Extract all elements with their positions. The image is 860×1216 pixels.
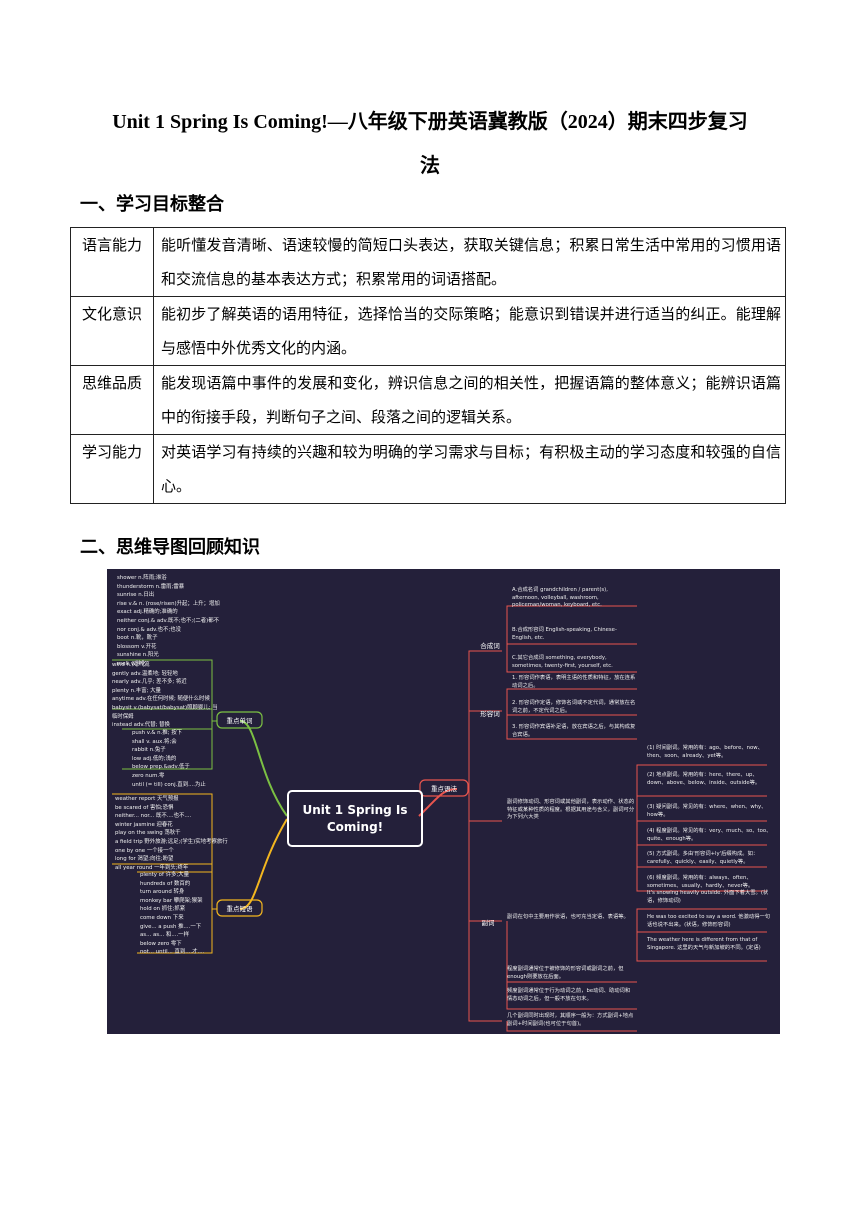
goal-key: 文化意识 <box>70 296 154 366</box>
list-item: wind n.风;气流 <box>112 662 150 668</box>
list-item: nearly adv.几乎; 差不多; 将近 <box>112 679 187 686</box>
list-item: shower n.阵雨;淋浴 <box>117 575 167 581</box>
title-line-2: 法 <box>420 155 440 177</box>
adj-rule-1: 1. 形容词作表语，表明主语的性质和特征，放在连系动词之后。 <box>512 675 636 689</box>
adverb-type-4: (4) 程度副词。常见的有：very、much、so、too、quite、eno… <box>647 828 772 842</box>
phrase-list-1: weather report 天气预报 be scared of 害怕;恐惧 n… <box>115 795 228 872</box>
list-item: be scared of 害怕;恐惧 <box>115 804 174 811</box>
adverb-example-3: The weather here is different from that … <box>647 937 761 951</box>
list-item: shall v. aux.将;会 <box>132 738 177 745</box>
list-item: one by one 一个接一个 <box>115 847 174 854</box>
list-item: zero num.零 <box>132 772 165 779</box>
list-item: long for 渴望;向往;盼望 <box>115 856 174 863</box>
adverb-example-2: He was too excited to say a word. 他激动得一句… <box>647 914 771 928</box>
goal-value: 能听懂发音清晰、语速较慢的简短口头表达，获取关键信息；积累日常生活中常用的习惯用… <box>153 227 786 297</box>
branch-words: 重点单词 <box>226 717 253 725</box>
goal-value: 对英语学习有持续的兴趣和较为明确的学习需求与目标；有积极主动的学习态度和较强的自… <box>153 434 786 504</box>
grammar-adj-label: 形容词 <box>480 710 500 718</box>
adverb-note-1: 程度副词通常位于被修饰的形容词或副词之前，但enough则要放在后面。 <box>507 966 624 980</box>
list-item: give... a push 推....一下 <box>140 923 202 930</box>
adverb-type-6: (6) 频度副词。常用的有：always、often、sometimes、usu… <box>647 875 754 889</box>
list-item: plenty n.丰富; 大量 <box>112 687 161 694</box>
mind-map: Unit 1 Spring Is Coming! 重点单词 重点短语 重点语法 … <box>107 569 780 1034</box>
adj-rule-3: 3. 形容词作宾语补足语，放在宾语之后，与其构成复合宾语。 <box>512 724 636 738</box>
list-item: play on the swing 荡秋千 <box>115 830 181 837</box>
grammar-adverb-label: 副词 <box>481 919 495 927</box>
adverb-note-2: 频度副词通常位于行为动词之前，be动词、助动词和情态动词之后，但一般不放在句末。 <box>507 988 631 1002</box>
list-item: anytime adv.在任何时候; 随便什么时候 <box>112 696 210 703</box>
list-item: all year round 一年到头;终年 <box>115 864 189 871</box>
list-item: rise v.& n. (rose/risen)升起；上升；增加 <box>117 600 220 607</box>
adverb-type-1: (1) 时间副词。常用的有：ago、before、now、then、soon、a… <box>647 745 763 759</box>
adverb-example-1: It's snowing heavily outside. 外面下着大雪。(状语… <box>647 890 769 904</box>
list-item: hold on 抓住;抓紧 <box>140 906 186 913</box>
adj-rule-2: 2. 形容词作定语，修饰名词或不定代词，通常放在名词之前，不定代词之后。 <box>512 700 636 714</box>
mind-map-connectors <box>112 605 767 1032</box>
list-item: plenty of 许多;大量 <box>140 872 189 878</box>
list-item: come down 下来 <box>140 914 184 921</box>
list-item: weather report 天气预报 <box>115 796 179 802</box>
grammar-compound-label: 合成词 <box>480 642 500 650</box>
table-row: 学习能力 对英语学习有持续的兴趣和较为明确的学习需求与目标；有积极主动的学习态度… <box>70 434 786 504</box>
list-item: not... until... 直到....才.... <box>140 949 205 956</box>
mind-map-center: Unit 1 Spring Is Coming! <box>287 790 423 847</box>
list-item: neither... nor... 既不....也不.... <box>115 813 192 820</box>
list-item: neither conj.& adv.既不;也不;(二者)都不 <box>117 617 219 624</box>
goal-key: 学习能力 <box>70 434 154 504</box>
goal-key: 思维品质 <box>70 365 154 435</box>
branch-phrases: 重点短语 <box>226 905 253 913</box>
adverb-position: 副词在句中主要用作状语，也可充当定语、表语等。 <box>507 914 629 920</box>
adverb-type-5: (5) 方式副词。多由'形容词+ly'后缀构成。如：carefully、quic… <box>647 851 759 865</box>
list-item: push v.& n.推; 按下 <box>132 730 183 736</box>
list-item: below zero 零下 <box>140 940 182 947</box>
list-item: instead adv.代替; 替换 <box>112 722 170 729</box>
table-row: 思维品质 能发现语篇中事件的发展和变化，辨识信息之间的相关性，把握语篇的整体意义… <box>70 365 786 435</box>
list-item: hundreds of 数百的 <box>140 880 191 887</box>
adverb-type-2: (2) 地点副词。常用的有：here、there、up、down、above、b… <box>647 772 761 786</box>
compound-b: B.合成形容词 English-speaking, Chinese-Englis… <box>512 627 617 641</box>
list-item: exact adj.精确的;准确的 <box>117 609 178 616</box>
list-item: sunrise n.日出 <box>117 592 155 599</box>
list-item: melt v.融化 <box>117 660 147 667</box>
table-row: 文化意识 能初步了解英语的语用特征，选择恰当的交际策略；能意识到错误并进行适当的… <box>70 296 786 366</box>
branch-grammar: 重点语法 <box>431 785 457 793</box>
goal-key: 语言能力 <box>70 227 154 297</box>
list-item: blossom v.开花 <box>117 643 157 650</box>
list-item: monkey bar 攀爬架;猴架 <box>140 897 203 904</box>
goal-value: 能发现语篇中事件的发展和变化，辨识信息之间的相关性，把握语篇的整体意义；能辨识语… <box>153 365 786 435</box>
list-item: boot n.靴，靴子 <box>117 635 158 642</box>
list-item: sunshine n.阳光 <box>117 652 159 659</box>
section-heading-goals: 一、学习目标整合 <box>80 194 224 215</box>
document-title: Unit 1 Spring Is Coming!—八年级下册英语冀教版（2024… <box>70 100 790 188</box>
list-item: turn around 转身 <box>140 889 185 896</box>
word-list-3: push v.& n.推; 按下 shall v. aux.将;会 rabbit… <box>132 729 206 789</box>
list-item: thunderstorm n.雷雨;雷暴 <box>117 583 185 590</box>
goal-value: 能初步了解英语的语用特征，选择恰当的交际策略；能意识到错误并进行适当的纠正。能理… <box>153 296 786 366</box>
list-item: until (= till) conj.直到....为止 <box>132 781 206 788</box>
compound-c: C.其它合成词 something, everybody, sometimes,… <box>512 655 613 669</box>
compound-a: A.合成名词 grandchildren / parent(s), aftern… <box>512 587 608 609</box>
list-item: low adj.低的;浅的 <box>132 755 177 762</box>
list-item: rabbit n.兔子 <box>132 747 166 754</box>
phrase-list-2: plenty of 许多;大量 hundreds of 数百的 turn aro… <box>140 871 204 957</box>
adverb-type-3: (3) 疑问副词。常见的有：where、when、why、how等。 <box>647 804 767 818</box>
adverb-intro: 副词修饰动词、形容词或其他副词，表示动作、状态的特征或某种性质的程度。根据其用途… <box>507 799 635 821</box>
title-line-1: Unit 1 Spring Is Coming!—八年级下册英语冀教版（2024… <box>112 111 748 133</box>
word-list-1: shower n.阵雨;淋浴 thunderstorm n.雷雨;雷暴 sunr… <box>117 574 220 669</box>
list-item: winter jasmine 迎春花 <box>115 821 173 828</box>
list-item: gently adv.温柔地; 轻轻地 <box>112 670 178 677</box>
list-item: below prep.&adv.低于 <box>132 764 190 771</box>
list-item: babysit v.(babysat/babysat)照顾婴儿; 当临时保姆 <box>112 704 218 720</box>
goals-table: 语言能力 能听懂发音清晰、语速较慢的简短口头表达，获取关键信息；积累日常生活中常… <box>70 227 786 504</box>
list-item: as... as... 和....一样 <box>140 932 189 939</box>
table-row: 语言能力 能听懂发音清晰、语速较慢的简短口头表达，获取关键信息；积累日常生活中常… <box>70 227 786 297</box>
list-item: a field trip 野外旅游;远足;(学生)实地考察旅行 <box>115 838 228 845</box>
section-heading-mindmap: 二、思维导图回顾知识 <box>80 537 260 558</box>
list-item: nor conj.& adv.也不;也没 <box>117 626 182 633</box>
adverb-note-3: 几个副词同时出现时，其顺序一般为：方式副词+地点副词+时间副词(也可位于句首)。 <box>507 1013 634 1027</box>
word-list-2: wind n.风;气流 gently adv.温柔地; 轻轻地 nearly a… <box>112 661 222 730</box>
